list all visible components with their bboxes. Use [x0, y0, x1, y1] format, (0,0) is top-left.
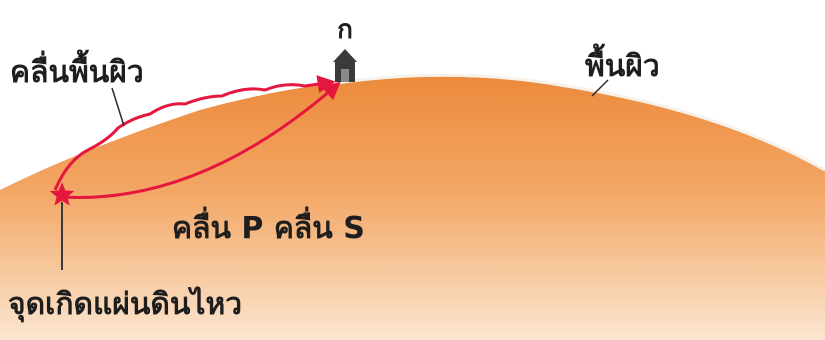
surface-wave-label: คลื่นพื้นผิว: [10, 49, 144, 90]
surface-label: พื้นผิว: [585, 43, 660, 84]
station-label: ก: [337, 15, 353, 45]
house-icon: [333, 49, 357, 82]
surface-wave-pointer: [112, 88, 124, 126]
body-waves-label: คลื่น P คลื่น S: [172, 206, 365, 246]
epicenter-label: จุดเกิดแผ่นดินไหว: [8, 286, 242, 323]
